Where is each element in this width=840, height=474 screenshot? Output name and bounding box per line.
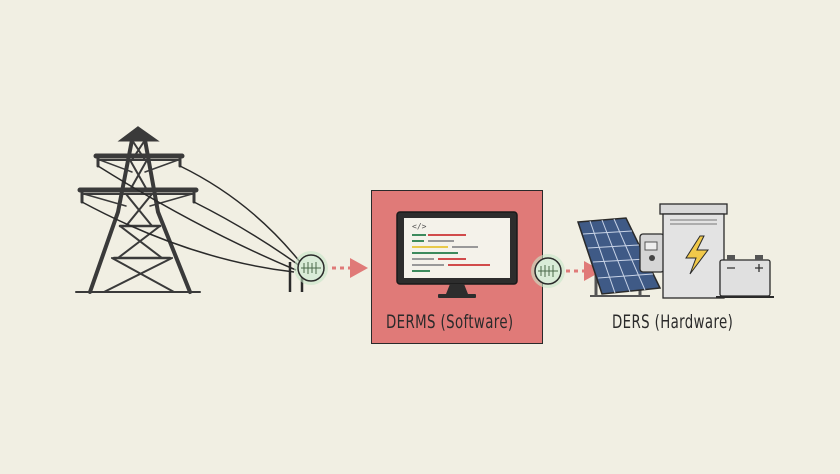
computer-monitor-icon: </> bbox=[396, 211, 518, 298]
monitor-code-symbol: </> bbox=[412, 222, 427, 231]
derms-label: DERMS (Software) bbox=[386, 311, 514, 333]
inverter-icon bbox=[639, 233, 665, 273]
arrow-grid-to-derms bbox=[332, 258, 368, 278]
smart-meter-icon bbox=[294, 251, 328, 285]
smart-meter-icon bbox=[531, 254, 565, 288]
power-lines bbox=[81, 165, 301, 273]
battery-icon bbox=[716, 255, 774, 298]
solar-panel-icon bbox=[576, 217, 662, 297]
ders-label: DERS (Hardware) bbox=[612, 311, 734, 333]
transmission-tower-icon bbox=[75, 126, 201, 294]
battery-cabinet-icon bbox=[659, 203, 728, 299]
arrow-derms-to-ders bbox=[566, 261, 602, 281]
